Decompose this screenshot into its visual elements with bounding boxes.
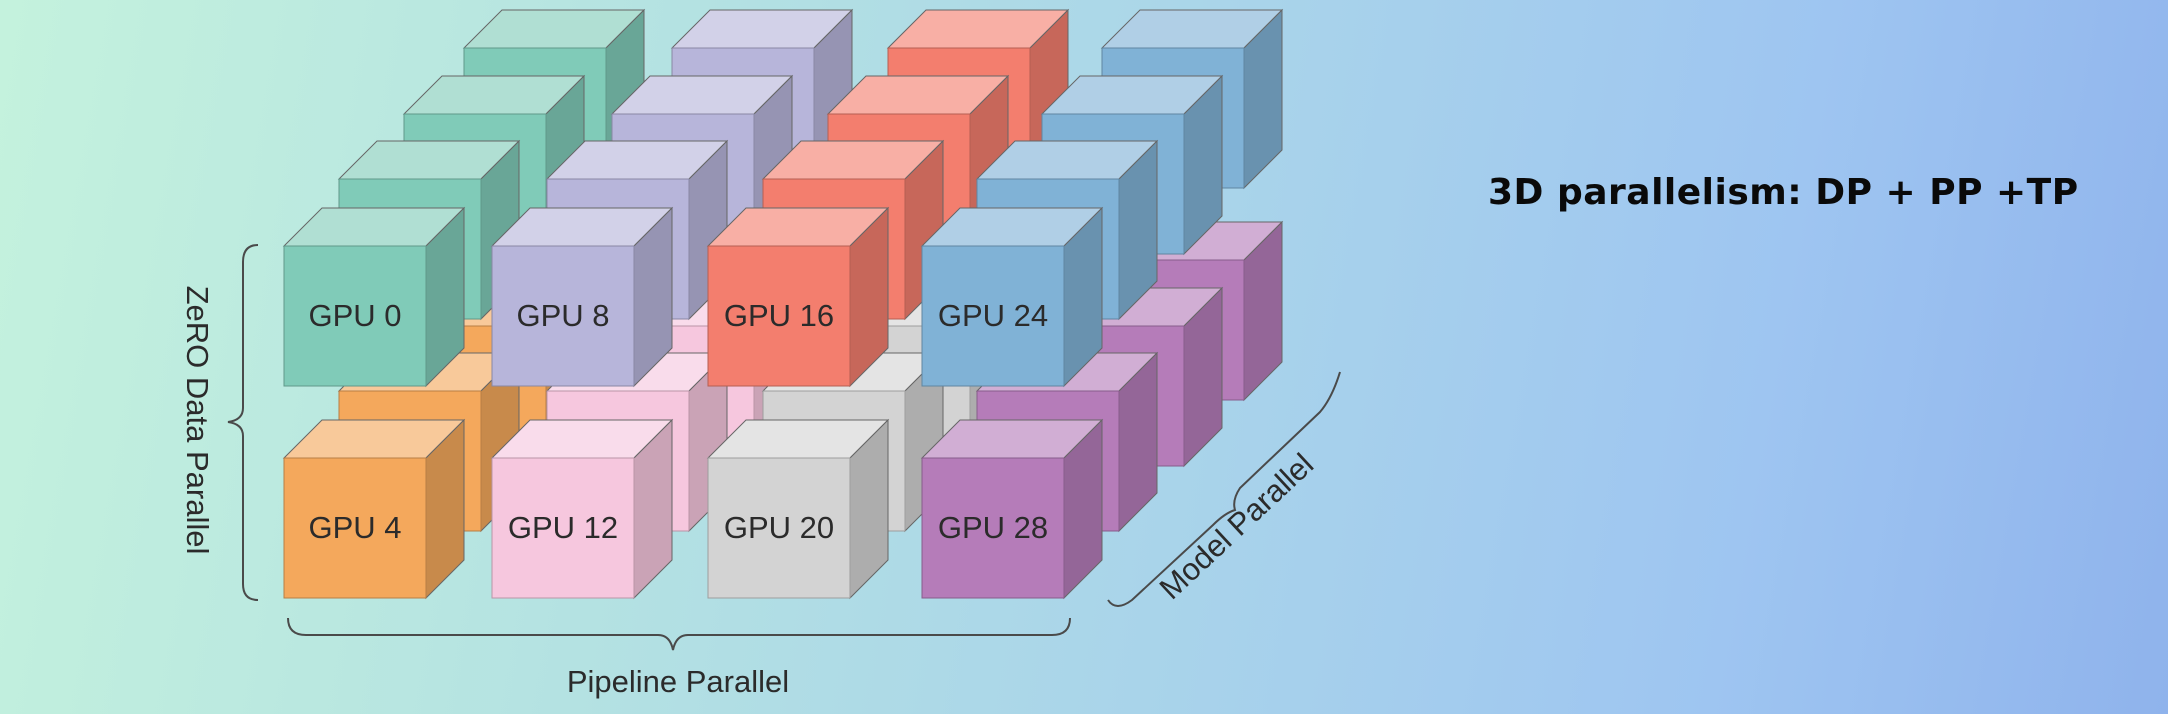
cube-front-face bbox=[707, 245, 851, 387]
cube-front-face bbox=[921, 245, 1065, 387]
gpu-label: GPU 16 bbox=[724, 298, 834, 333]
gpu-label: GPU 0 bbox=[308, 298, 401, 333]
gpu-label: GPU 12 bbox=[508, 510, 618, 545]
gpu-cube: GPU 12 bbox=[490, 418, 674, 600]
cube-front-face bbox=[491, 457, 635, 599]
gpu-label: GPU 8 bbox=[516, 298, 609, 333]
pipeline-parallel-label: Pipeline Parallel bbox=[567, 664, 789, 699]
parallelism-title: 3D parallelism: DP + PP +TP bbox=[1488, 172, 2079, 213]
cube-grid: GPU 28 GPU 20 GPU 12 GPU 4 GPU 24 GPU 16 GPU 8… bbox=[282, 8, 1284, 600]
gpu-cube: GPU 4 bbox=[282, 418, 466, 600]
depth-brace bbox=[1107, 371, 1341, 607]
gpu-cube: GPU 20 bbox=[706, 418, 890, 600]
model-parallel-label: Model Parallel bbox=[1153, 447, 1321, 607]
gpu-cube: GPU 8 bbox=[490, 206, 674, 388]
cube-front-face bbox=[921, 457, 1065, 599]
zero-data-parallel-label: ZeRO Data Parallel bbox=[180, 286, 215, 555]
cube-front-face bbox=[491, 245, 635, 387]
horizontal-brace bbox=[287, 617, 1071, 651]
gpu-label: GPU 28 bbox=[938, 510, 1048, 545]
gpu-cube: GPU 24 bbox=[920, 206, 1104, 388]
cube-front-face bbox=[707, 457, 851, 599]
gpu-cube: GPU 0 bbox=[282, 206, 466, 388]
gpu-label: GPU 4 bbox=[308, 510, 401, 545]
gpu-label: GPU 20 bbox=[724, 510, 834, 545]
cube-front-face bbox=[283, 457, 427, 599]
gpu-label: GPU 24 bbox=[938, 298, 1048, 333]
cube-front-face bbox=[283, 245, 427, 387]
vertical-brace bbox=[227, 244, 259, 601]
gpu-cube: GPU 16 bbox=[706, 206, 890, 388]
gpu-cube: GPU 28 bbox=[920, 418, 1104, 600]
